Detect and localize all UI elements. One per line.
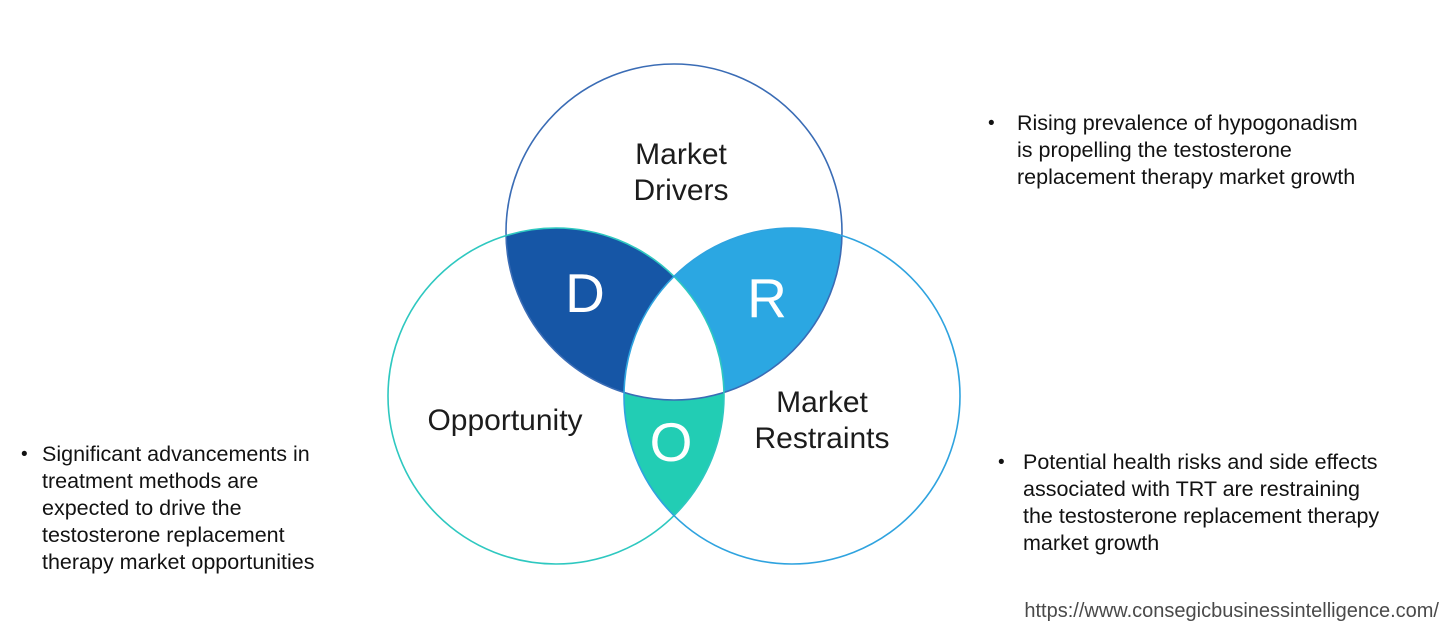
- label-market-restraints: Market Restraints: [722, 385, 922, 457]
- circle-restraints-outline: [623, 227, 961, 565]
- note-text: Significant advancements in treatment me…: [42, 441, 314, 576]
- note-line: is propelling the testosterone: [1017, 138, 1292, 162]
- label-line: Market: [776, 386, 868, 419]
- note-drivers: • Rising prevalence of hypogonadism is p…: [988, 110, 1358, 191]
- note-line: Rising prevalence of hypogonadism: [1017, 111, 1358, 135]
- label-line: Drivers: [633, 174, 729, 207]
- note-line: treatment methods are: [42, 469, 259, 493]
- label-line: Opportunity: [427, 404, 583, 437]
- letter-restraints: R: [747, 267, 787, 329]
- note-line: Significant advancements in: [42, 442, 310, 466]
- label-line: Market: [635, 138, 727, 171]
- circle-opportunity-outline: [387, 227, 725, 565]
- note-line: the testosterone replacement therapy: [1023, 504, 1380, 528]
- note-line: therapy market opportunities: [42, 550, 315, 574]
- circle-drivers-outline: [505, 63, 843, 401]
- note-line: replacement therapy market growth: [1017, 165, 1356, 189]
- bullet-icon: •: [988, 113, 995, 134]
- note-text: Rising prevalence of hypogonadism is pro…: [1017, 110, 1358, 191]
- label-line: Restraints: [754, 422, 890, 455]
- bullet-icon: •: [998, 452, 1005, 473]
- letter-opportunity: O: [649, 411, 693, 473]
- label-market-drivers: Market Drivers: [581, 137, 781, 209]
- bullet-icon: •: [21, 444, 28, 465]
- note-line: market growth: [1023, 531, 1160, 555]
- note-line: testosterone replacement: [42, 523, 285, 547]
- note-line: Potential health risks and side effects: [1023, 450, 1378, 474]
- note-text: Potential health risks and side effects …: [1023, 449, 1379, 557]
- note-restraints: • Potential health risks and side effect…: [998, 449, 1379, 557]
- source-url: https://www.consegicbusinessintelligence…: [1024, 600, 1439, 622]
- label-opportunity: Opportunity: [405, 403, 605, 439]
- note-line: expected to drive the: [42, 496, 242, 520]
- note-opportunity: • Significant advancements in treatment …: [21, 441, 314, 576]
- letter-drivers: D: [565, 262, 605, 324]
- note-line: associated with TRT are restraining: [1023, 477, 1360, 501]
